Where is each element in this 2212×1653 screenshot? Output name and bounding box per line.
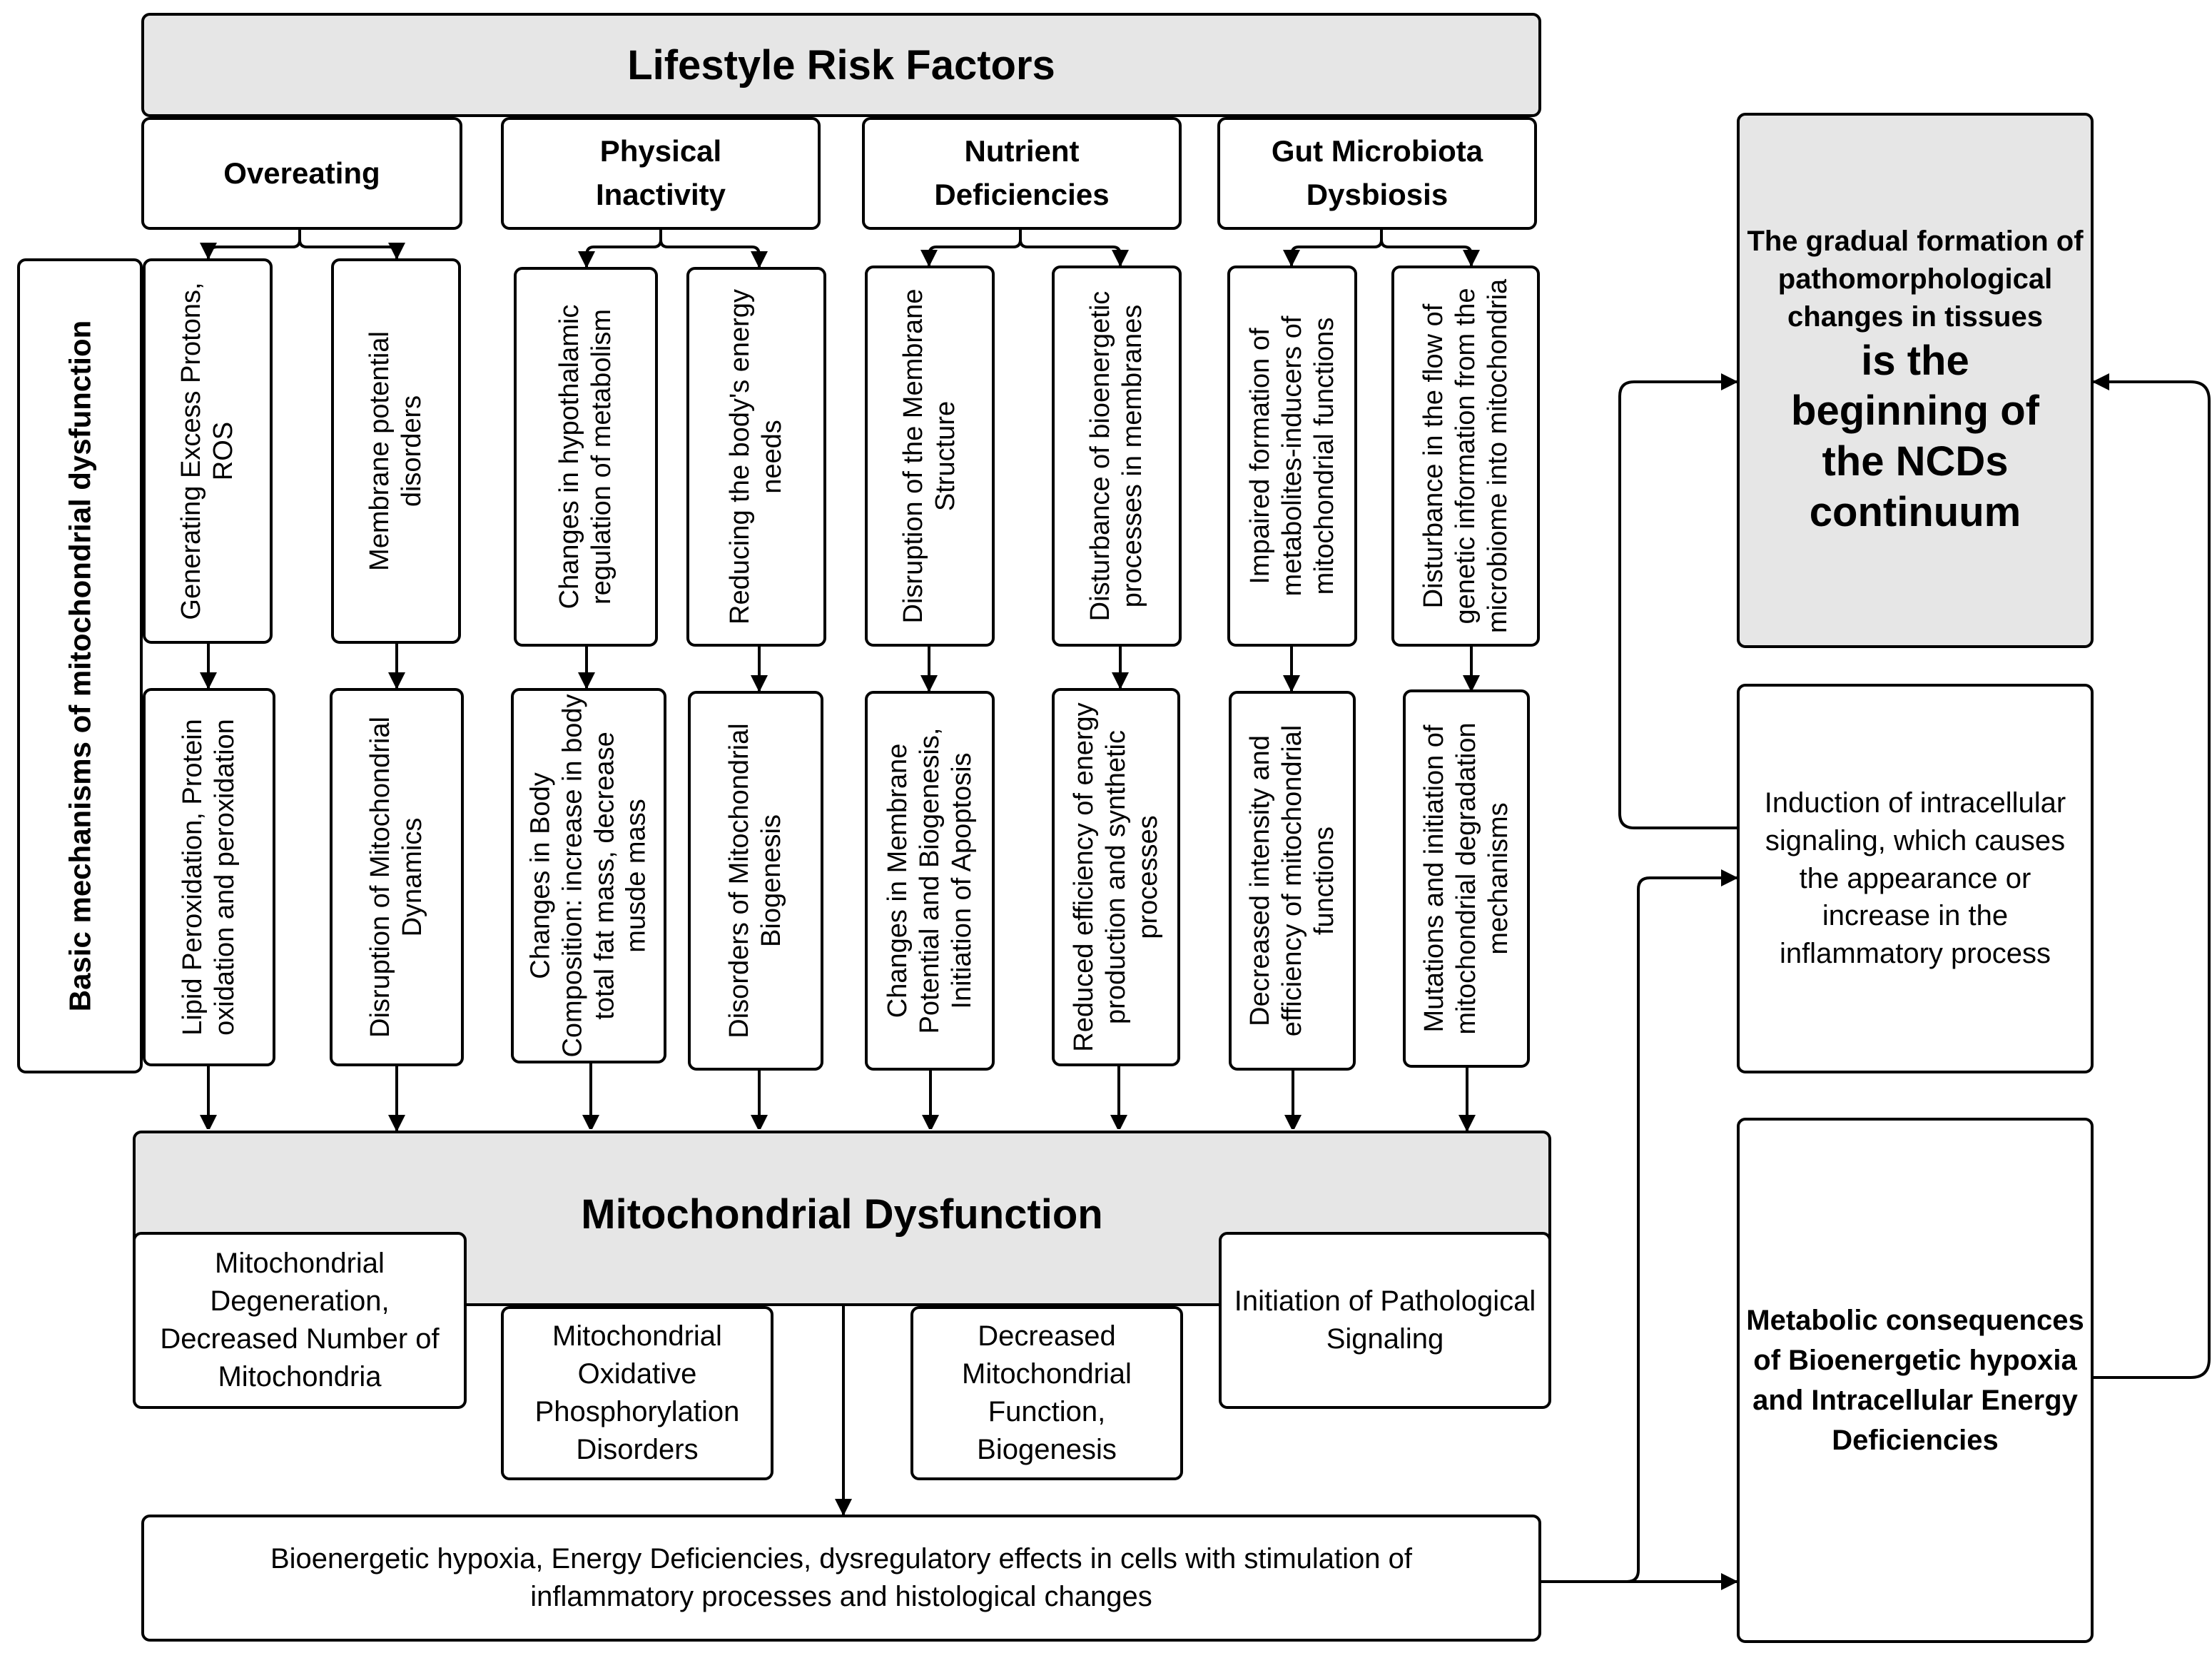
mechanism-text: Changes in hypothalamic regulation of me…: [554, 304, 617, 610]
mechanism-reducing-energy-needs: Reducing the body's energy needs: [686, 267, 826, 647]
dysfunction-item-text: Initiation of Pathological Signaling: [1234, 1285, 1536, 1355]
mechanism-disturbance-bioenergetic: Disturbance of bioenergetic processes in…: [1052, 266, 1182, 647]
mechanism-lipid-peroxidation: Lipid Peroxidation, Protein oxidation an…: [143, 688, 275, 1066]
ncds-continuum-box: The gradual formation of pathomorphologi…: [1737, 113, 2094, 648]
mechanism-impaired-metabolites: Impaired formation of metabolites-induce…: [1227, 266, 1357, 647]
intracellular-signaling-box: Induction of intracellular signaling, wh…: [1737, 684, 2094, 1073]
header-title: Lifestyle Risk Factors: [627, 41, 1055, 89]
side-label-text: Basic mechanisms of mitochondrial dysfun…: [63, 320, 97, 1012]
mechanism-text: Disturbance in the flow of genetic infor…: [1418, 278, 1513, 634]
outcome-text: Bioenergetic hypoxia, Energy Deficiencie…: [270, 1543, 1413, 1612]
factor-gut-microbiota-dysbiosis: Gut Microbiota Dysbiosis: [1217, 117, 1537, 230]
dysfunction-title: Mitochondrial Dysfunction: [581, 1191, 1103, 1238]
lifestyle-risk-factors-header: Lifestyle Risk Factors: [141, 13, 1541, 117]
factor-nutrient-deficiencies: Nutrient Deficiencies: [862, 117, 1182, 230]
dysfunction-item-degeneration: Mitochondrial Degeneration, Decreased Nu…: [133, 1232, 467, 1409]
mechanism-text: Changes in Membrane Potential and Biogen…: [882, 727, 977, 1034]
mechanism-reduced-efficiency: Reduced efficiency of energy production …: [1052, 688, 1180, 1066]
mechanism-disorders-biogenesis: Disorders of Mitochondrial Biogenesis: [688, 691, 823, 1071]
mechanism-text: Reduced efficiency of energy production …: [1068, 702, 1163, 1052]
mechanism-text: Decreased intensity and efficiency of mi…: [1244, 724, 1339, 1037]
basic-mechanisms-side-label: Basic mechanisms of mitochondrial dysfun…: [17, 258, 143, 1073]
mechanism-generating-excess-protons: Generating Excess Protons, ROS: [143, 258, 273, 644]
ncds-large-text: is the beginning of the NCDs continuum: [1791, 337, 2039, 535]
mechanism-text: Disruption of Mitochondrial Dynamics: [365, 717, 427, 1038]
dysfunction-item-text: Mitochondrial Oxidative Phosphorylation …: [534, 1320, 740, 1465]
factor-label: Nutrient Deficiencies: [934, 134, 1110, 211]
metabolic-consequences-box: Metabolic consequences of Bioenergetic h…: [1737, 1118, 2094, 1643]
mechanism-text: Disruption of the Membrane Structure: [898, 288, 960, 624]
mechanism-text: Changes in Body Composition: increase in…: [525, 694, 651, 1058]
factor-label: Gut Microbiota Dysbiosis: [1271, 134, 1483, 211]
mechanism-body-composition: Changes in Body Composition: increase in…: [511, 688, 666, 1063]
dysfunction-item-text: Decreased Mitochondrial Function, Biogen…: [962, 1320, 1132, 1465]
factor-label: Physical Inactivity: [595, 134, 726, 211]
dysfunction-item-pathological-signaling: Initiation of Pathological Signaling: [1219, 1232, 1551, 1409]
mechanism-text: Disorders of Mitochondrial Biogenesis: [724, 723, 786, 1038]
mechanism-disruption-dynamics: Disruption of Mitochondrial Dynamics: [330, 688, 464, 1066]
ncds-small-text: The gradual formation of pathomorphologi…: [1747, 226, 2084, 333]
dysfunction-item-oxidative-phosphorylation: Mitochondrial Oxidative Phosphorylation …: [501, 1306, 773, 1480]
mechanism-text: Reducing the body's energy needs: [725, 289, 787, 625]
mechanism-membrane-potential-disorders: Membrane potential disorders: [331, 258, 461, 644]
factor-physical-inactivity: Physical Inactivity: [501, 117, 821, 230]
mechanism-mutations-degradation: Mutations and initiation of mitochondria…: [1403, 689, 1530, 1068]
mechanism-text: Membrane potential disorders: [365, 331, 427, 571]
mechanism-decreased-intensity: Decreased intensity and efficiency of mi…: [1229, 691, 1356, 1071]
mechanism-text: Lipid Peroxidation, Protein oxidation an…: [178, 719, 240, 1036]
mechanism-disruption-membrane-structure: Disruption of the Membrane Structure: [865, 266, 995, 647]
signaling-text: Induction of intracellular signaling, wh…: [1764, 787, 2066, 970]
consequences-text: Metabolic consequences of Bioenergetic h…: [1746, 1305, 2084, 1456]
factor-overeating: Overeating: [141, 117, 462, 230]
mechanism-hypothalamic-regulation: Changes in hypothalamic regulation of me…: [514, 267, 658, 647]
mechanism-text: Impaired formation of metabolites-induce…: [1244, 315, 1339, 597]
mechanism-membrane-potential-apoptosis: Changes in Membrane Potential and Biogen…: [865, 691, 995, 1071]
dysfunction-item-decreased-function: Decreased Mitochondrial Function, Biogen…: [910, 1306, 1183, 1480]
dysfunction-item-text: Mitochondrial Degeneration, Decreased Nu…: [160, 1248, 440, 1392]
mechanism-text: Mutations and initiation of mitochondria…: [1419, 722, 1513, 1035]
factor-label: Overeating: [223, 156, 380, 190]
mechanism-genetic-information-flow: Disturbance in the flow of genetic infor…: [1391, 266, 1540, 647]
mechanism-text: Disturbance of bioenergetic processes in…: [1085, 290, 1147, 622]
mechanism-text: Generating Excess Protons, ROS: [176, 282, 238, 620]
bioenergetic-hypoxia-outcome: Bioenergetic hypoxia, Energy Deficiencie…: [141, 1515, 1541, 1642]
